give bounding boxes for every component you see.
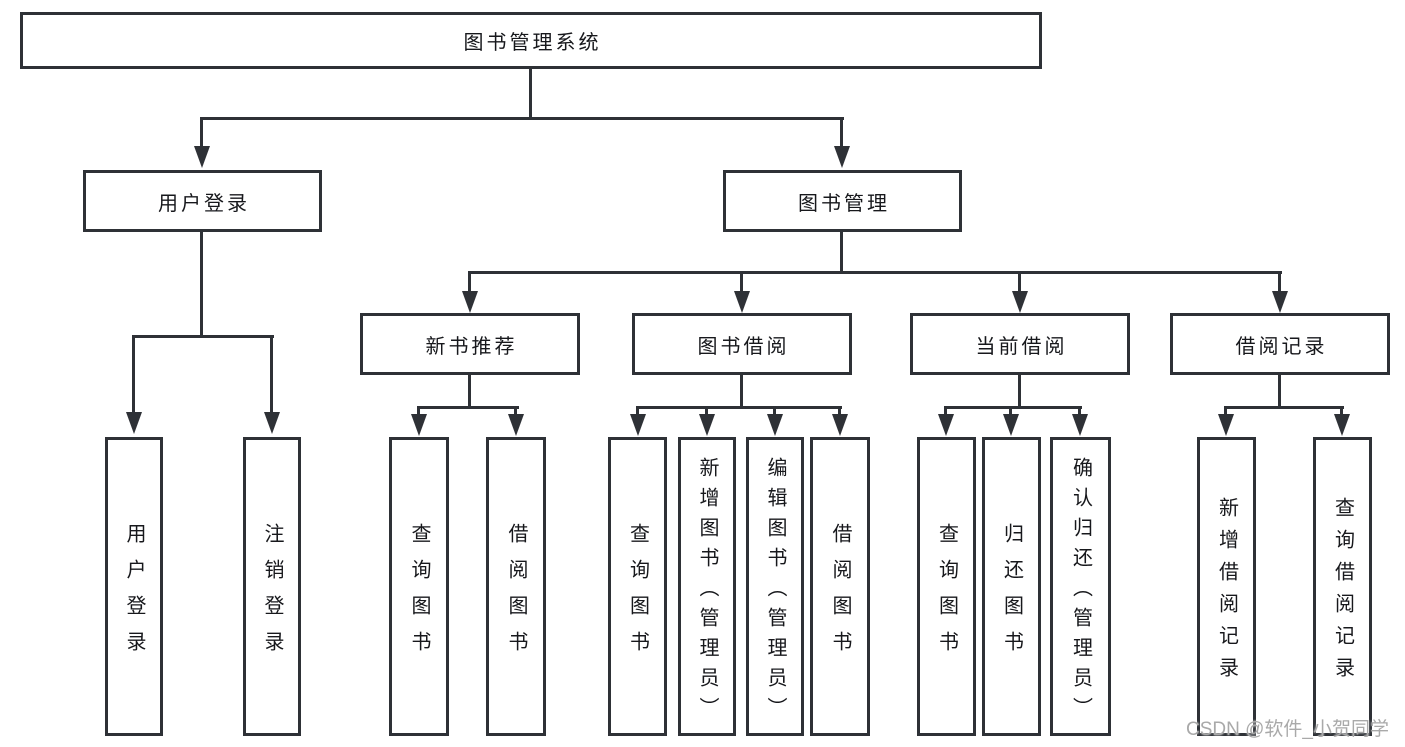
arrow-down-icon — [1272, 291, 1288, 313]
node-label: 借阅图书 — [829, 522, 851, 667]
node-book-management: 图书管理 — [723, 170, 962, 232]
node-logout-leaf: 注销登录 — [243, 437, 301, 736]
node-query-books-recommend: 查询图书 — [389, 437, 449, 736]
arrow-down-icon — [630, 414, 646, 436]
node-label: 查询借阅记录 — [1331, 496, 1354, 689]
node-confirm-return-admin: 确认归还（管理员） — [1050, 437, 1111, 736]
node-borrow-books-borrowing: 借阅图书 — [810, 437, 870, 736]
connector-arrow-line — [1224, 406, 1227, 416]
node-query-borrow-record: 查询借阅记录 — [1313, 437, 1372, 736]
node-add-borrow-record: 新增借阅记录 — [1197, 437, 1256, 736]
node-label: 借阅记录 — [1235, 335, 1328, 358]
arrow-down-icon — [699, 414, 715, 436]
connector-group-stub — [740, 374, 743, 408]
connector-arrow-line — [514, 406, 517, 416]
node-label: 借阅图书 — [505, 522, 527, 667]
node-query-books-current: 查询图书 — [917, 437, 976, 736]
watermark-csdn: CSDN @软件_小贺同学 — [1186, 719, 1389, 740]
connector-group-stub — [468, 374, 471, 408]
node-new-book-recommendation: 新书推荐 — [360, 313, 580, 375]
arrow-down-icon — [126, 412, 142, 434]
node-add-book-admin: 新增图书（管理员） — [678, 437, 736, 736]
connector-arrow-line — [773, 406, 776, 416]
connector-arrow-line — [1078, 406, 1081, 416]
node-label: 新书推荐 — [425, 335, 518, 358]
connector-management-branch — [469, 271, 1282, 274]
arrow-down-icon — [1003, 414, 1019, 436]
node-label: 注销登录 — [261, 522, 283, 667]
node-label: 图书借阅 — [697, 335, 790, 358]
node-label: 查询图书 — [626, 522, 649, 667]
connector-group-stub — [1018, 374, 1021, 408]
node-label: 新增借阅记录 — [1215, 496, 1238, 689]
connector-arrow-line — [636, 406, 639, 416]
connector-root-stub — [529, 68, 532, 119]
arrow-down-icon — [834, 146, 850, 168]
connector-login-branch — [133, 335, 274, 338]
connector-arrow-line — [132, 335, 135, 414]
connector-arrow-line — [838, 406, 841, 416]
connector-arrow-line — [944, 406, 947, 416]
node-borrow-books-recommend: 借阅图书 — [486, 437, 546, 736]
connector-management-stub — [840, 231, 843, 273]
connector-group-branch — [637, 406, 842, 409]
node-current-borrowing: 当前借阅 — [910, 313, 1130, 375]
node-label: 图书管理系统 — [463, 32, 602, 54]
connector-arrow-line — [840, 117, 843, 148]
node-user-login: 用户登录 — [83, 170, 322, 232]
connector-arrow-line — [270, 335, 273, 414]
arrow-down-icon — [508, 414, 524, 436]
connector-arrow-line — [200, 117, 203, 148]
node-user-login-leaf: 用户登录 — [105, 437, 163, 736]
node-library-management-system: 图书管理系统 — [20, 12, 1042, 69]
node-label: 查询图书 — [408, 522, 430, 667]
arrow-down-icon — [462, 291, 478, 313]
arrow-down-icon — [194, 146, 210, 168]
node-label: 确认归还（管理员） — [1069, 456, 1092, 727]
node-label: 归还图书 — [1000, 522, 1023, 667]
arrow-down-icon — [1012, 291, 1028, 313]
node-edit-book-admin: 编辑图书（管理员） — [746, 437, 804, 736]
connector-arrow-line — [1278, 271, 1281, 293]
connector-arrow-line — [1340, 406, 1343, 416]
arrow-down-icon — [411, 414, 427, 436]
connector-arrow-line — [740, 271, 743, 293]
arrow-down-icon — [734, 291, 750, 313]
connector-arrow-line — [705, 406, 708, 416]
arrow-down-icon — [938, 414, 954, 436]
node-query-books-borrowing: 查询图书 — [608, 437, 667, 736]
connector-arrow-line — [1018, 271, 1021, 293]
node-label: 编辑图书（管理员） — [764, 456, 786, 727]
node-label: 当前借阅 — [975, 335, 1068, 358]
connector-root-branch — [201, 117, 844, 120]
arrow-down-icon — [832, 414, 848, 436]
connector-group-branch — [418, 406, 519, 409]
node-return-books: 归还图书 — [982, 437, 1041, 736]
node-label: 用户登录 — [158, 192, 250, 215]
node-book-borrowing: 图书借阅 — [632, 313, 852, 375]
node-label: 用户登录 — [123, 522, 145, 667]
connector-arrow-line — [1009, 406, 1012, 416]
connector-group-stub — [1278, 374, 1281, 408]
arrow-down-icon — [1072, 414, 1088, 436]
node-label: 图书管理 — [798, 192, 890, 215]
connector-arrow-line — [468, 271, 471, 293]
connector-arrow-line — [417, 406, 420, 416]
connector-login-stub — [200, 231, 203, 337]
connector-group-branch — [945, 406, 1082, 409]
arrow-down-icon — [1218, 414, 1234, 436]
arrow-down-icon — [1334, 414, 1350, 436]
node-label: 查询图书 — [935, 522, 958, 667]
node-label: 新增图书（管理员） — [696, 456, 718, 727]
arrow-down-icon — [264, 412, 280, 434]
arrow-down-icon — [767, 414, 783, 436]
connector-group-branch — [1225, 406, 1344, 409]
node-borrowing-records: 借阅记录 — [1170, 313, 1390, 375]
